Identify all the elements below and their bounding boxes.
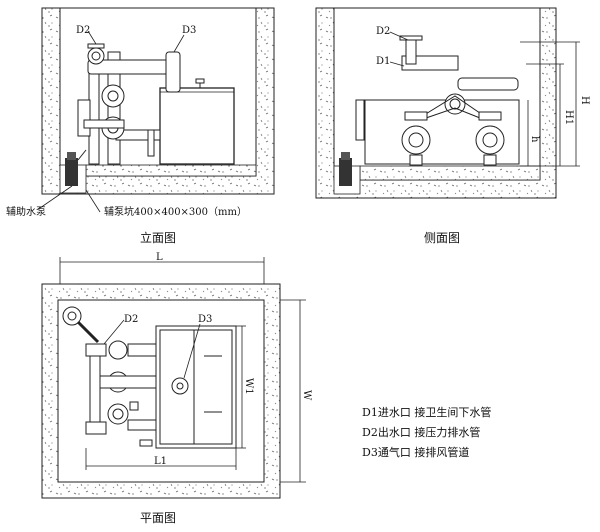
front-leader-d3 [173, 34, 185, 53]
front-floor-slab [85, 164, 257, 177]
plan-dim-l1-line [85, 448, 237, 470]
side-view: H H1 h D2 D1 侧面图 [315, 7, 590, 245]
side-dimensions [520, 41, 580, 167]
front-leader-aux-pit [85, 189, 101, 213]
side-floor-slab [359, 165, 541, 181]
plan-dim-l: L [156, 252, 163, 263]
plan-dim-w1: W1 [243, 378, 254, 395]
front-leader-aux-pump [39, 185, 73, 209]
side-label-d1: D1 [376, 56, 390, 67]
plan-view: L L1 W W1 [41, 252, 312, 525]
legend-item-d2: D2出水口 接压力排水管 [362, 425, 480, 439]
plan-dim-l1: L1 [154, 456, 167, 467]
side-leader-d1 [389, 61, 405, 67]
side-tank-and-pumps [355, 35, 520, 166]
front-callout-aux-pit: 辅泵坑400×400×300（mm） [104, 205, 247, 218]
plan-piping [62, 306, 189, 447]
side-dim-h-small: h [529, 136, 540, 143]
plan-dim-l-line [59, 257, 265, 284]
side-aux-pump [339, 152, 352, 186]
plan-caption: 平面图 [140, 511, 176, 525]
front-callout-aux-pump: 辅助水泵 [6, 205, 46, 218]
plan-leader-d3 [183, 323, 201, 379]
plan-label-d3: D3 [198, 314, 212, 325]
plan-dim-w1-line [236, 325, 246, 449]
front-piping [77, 43, 181, 165]
side-caption: 侧面图 [424, 231, 460, 245]
side-dim-h: H [579, 96, 590, 105]
front-label-d2: D2 [76, 25, 90, 36]
front-leader-d2 [87, 30, 97, 45]
plan-tank [155, 325, 237, 449]
plan-label-d2: D2 [124, 314, 138, 325]
plan-wall-shell [41, 283, 281, 499]
front-caption: 立面图 [140, 230, 176, 245]
legend: D1进水口 接卫生间下水管 D2出水口 接压力排水管 D3通气口 接排风管道 [362, 405, 491, 459]
plan-dim-w: W [301, 390, 312, 401]
side-dim-h1: H1 [563, 110, 574, 125]
plan-leader-d2 [103, 319, 125, 345]
front-aux-pump [65, 149, 87, 186]
plan-dim-w-line [280, 299, 306, 483]
legend-item-d3: D3通气口 接排风管道 [362, 445, 469, 459]
side-leader-d2 [389, 31, 409, 41]
legend-item-d1: D1进水口 接卫生间下水管 [362, 405, 491, 419]
front-view: D2 D3 辅助水泵 辅泵坑400×400×300（mm） 立面图 [6, 7, 275, 245]
front-label-d3: D3 [182, 25, 196, 36]
side-label-d2: D2 [376, 26, 390, 37]
